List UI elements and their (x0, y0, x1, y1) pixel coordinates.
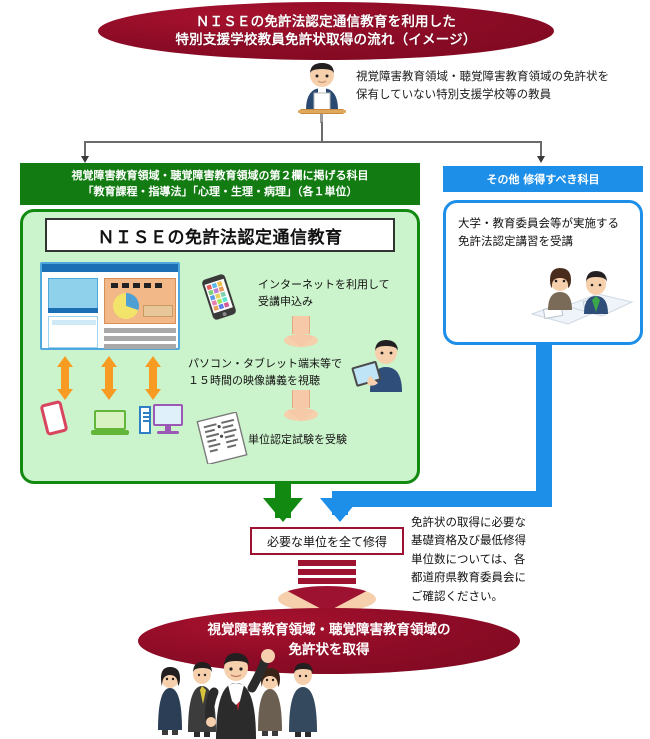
step-arrow-down-icon (284, 316, 318, 347)
credit-requirement-box: 必要な単位を全て修得 (250, 527, 404, 555)
slide-heading-bars (111, 283, 163, 288)
slide-panel (104, 278, 176, 324)
e-learning-devices-icon (35, 262, 185, 437)
right-branch-body-panel (443, 200, 643, 345)
credit-requirement-text: 必要な単位を全て修得 (266, 534, 387, 549)
side-panel (48, 316, 98, 348)
top-note-line2: 保有していない特別支援学校等の教員 (356, 86, 552, 101)
left-branch-header: 視覚障害教育領域・聴覚障害教育領域の第２欄に掲げる科目 「教育課程・指導法」「心… (20, 163, 420, 205)
text-line (104, 344, 176, 349)
connector-vertical-top (321, 122, 323, 142)
browser-titlebar (42, 264, 178, 272)
left-header-line2: 「教育課程・指導法」「心理・生理・病理」（各１単位） (82, 185, 358, 198)
result-banner-text: 視覚障害教育領域・聴覚障害教育領域の 免許状を取得 (208, 621, 451, 660)
desktop-pc-device-icon (139, 404, 183, 436)
video-controls (48, 308, 98, 313)
step-3-line1: 単位認定試験を受験 (248, 433, 347, 446)
right-body-line1: 大学・教育委員会等が実施する (458, 216, 619, 230)
step-1-text: インターネットを利用して 受講申込み (258, 277, 408, 310)
connector-vertical-right (540, 141, 542, 157)
top-note-line1: 視覚障害教育領域・聴覚障害教育領域の免許状を (356, 69, 609, 83)
teacher-at-podium-icon (298, 63, 346, 123)
slide-caption-box (143, 305, 173, 317)
smartphone-device-icon (39, 399, 69, 437)
blue-flow-stem-vertical (536, 345, 552, 505)
side-note-line3: 単位数については、各 (411, 551, 526, 566)
diagram-title-line2: 特別支援学校教員免許状取得の流れ（イメージ） (175, 32, 477, 48)
sync-arrow-icon (101, 356, 117, 400)
result-line2: 免許状を取得 (288, 642, 370, 658)
side-note-line1: 免許状の取得に必要な (411, 515, 526, 529)
green-arrow-down-icon (263, 498, 303, 522)
side-note-line5: ご確認ください。 (411, 588, 503, 603)
side-note-line2: 基礎資格及び最低修得 (411, 533, 526, 548)
step-2-line2: １５時間の映像講義を視聴 (188, 373, 320, 387)
laptop-device-icon (91, 410, 129, 436)
text-line (104, 328, 176, 333)
diagram-title-banner: ＮＩＳＥの免許法認定通信教育を利用した 特別支援学校教員免許状取得の流れ（イメー… (98, 2, 554, 60)
right-branch-body-text: 大学・教育委員会等が実施する 免許法認定講習を受講 (458, 215, 638, 251)
sync-arrow-icon (145, 356, 161, 400)
right-branch-header-text: その他 修得すべき科目 (486, 173, 600, 186)
exam-paper-icon (196, 412, 248, 464)
arrowhead-down-right-icon (537, 156, 545, 163)
browser-window-illustration (40, 262, 180, 350)
blue-arrow-down-icon (320, 498, 360, 522)
step-3-text: 単位認定試験を受験 (248, 432, 398, 449)
right-branch-header: その他 修得すべき科目 (443, 166, 643, 192)
nise-course-title-box: ＮＩＳＥの免許法認定通信教育 (45, 218, 395, 252)
diagram-title-line1: ＮＩＳＥの免許法認定通信教育を利用した (195, 13, 457, 30)
step-2-line1: パソコン・タブレット端末等で (188, 357, 342, 370)
celebrating-teachers-group-icon (158, 649, 317, 739)
nise-course-title-text: ＮＩＳＥの免許法認定通信教育 (97, 227, 343, 248)
striped-arrow-down-icon (278, 560, 376, 618)
step-2-text: パソコン・タブレット端末等で １５時間の映像講義を視聴 (188, 356, 358, 389)
left-branch-header-text: 視覚障害教育領域・聴覚障害教育領域の第２欄に掲げる科目 「教育課程・指導法」「心… (72, 168, 369, 201)
person-with-tablet-icon (351, 340, 402, 392)
smartphone-icon (202, 274, 236, 320)
result-line1: 視覚障害教育領域・聴覚障害教育領域の (207, 622, 451, 639)
right-body-line2: 免許法認定講習を受講 (458, 233, 573, 248)
step-arrow-down-icon (284, 390, 318, 421)
diagram-title-text: ＮＩＳＥの免許法認定通信教育を利用した 特別支援学校教員免許状取得の流れ（イメー… (175, 13, 476, 49)
top-target-audience-note: 視覚障害教育領域・聴覚障害教育領域の免許状を 保有していない特別支援学校等の教員 (356, 68, 646, 104)
text-line (104, 336, 176, 341)
step-1-line1: インターネットを利用して (258, 278, 390, 291)
connector-horizontal-split (84, 141, 542, 143)
arrowhead-down-left-icon (81, 156, 89, 163)
step-1-line2: 受講申込み (258, 294, 313, 308)
blue-flow-stem-horizontal (332, 491, 552, 507)
connector-vertical-left (84, 141, 86, 157)
sync-arrow-icon (57, 356, 73, 400)
side-note-text: 免許状の取得に必要な 基礎資格及び最低修得 単位数については、各 都道府県教育委… (411, 513, 646, 605)
left-header-line1: 視覚障害教育領域・聴覚障害教育領域の第２欄に掲げる科目 (71, 168, 369, 182)
pie-chart-icon (113, 293, 139, 319)
video-thumbnail (48, 278, 98, 312)
seated-students-icon (530, 268, 634, 325)
side-note-line4: 都道府県教育委員会に (411, 570, 526, 585)
